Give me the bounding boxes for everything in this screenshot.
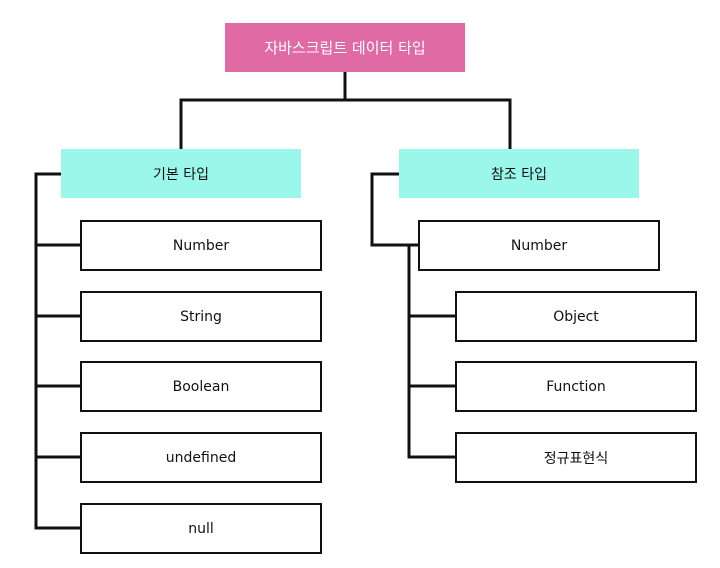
reference-type-node: 참조 타입: [399, 149, 639, 198]
primitive-type-label: 기본 타입: [153, 166, 209, 183]
reference-item-function: Function: [455, 361, 697, 412]
primitive-item-null: null: [80, 503, 322, 554]
primitive-type-node: 기본 타입: [61, 149, 301, 198]
primitive-item-label: Number: [172, 237, 230, 254]
reference-type-label: 참조 타입: [491, 166, 547, 183]
primitive-item-number: Number: [80, 220, 322, 271]
root-node-label: 자바스크립트 데이터 타입: [264, 39, 426, 57]
reference-item-label: Function: [546, 378, 606, 395]
primitive-item-label: undefined: [165, 449, 237, 466]
reference-parent-number: Number: [418, 220, 660, 271]
reference-parent-label: Number: [510, 237, 568, 254]
primitive-item-label: Boolean: [172, 378, 230, 395]
reference-item-object: Object: [455, 291, 697, 342]
primitive-item-label: null: [188, 520, 214, 537]
primitive-item-string: String: [80, 291, 322, 342]
primitive-item-boolean: Boolean: [80, 361, 322, 412]
reference-item-regexp: 정규표현식: [455, 432, 697, 483]
reference-item-label: 정규표현식: [543, 450, 609, 467]
primitive-item-label: String: [180, 308, 222, 325]
reference-item-label: Object: [553, 308, 599, 325]
root-node: 자바스크립트 데이터 타입: [225, 23, 465, 72]
primitive-item-undefined: undefined: [80, 432, 322, 483]
